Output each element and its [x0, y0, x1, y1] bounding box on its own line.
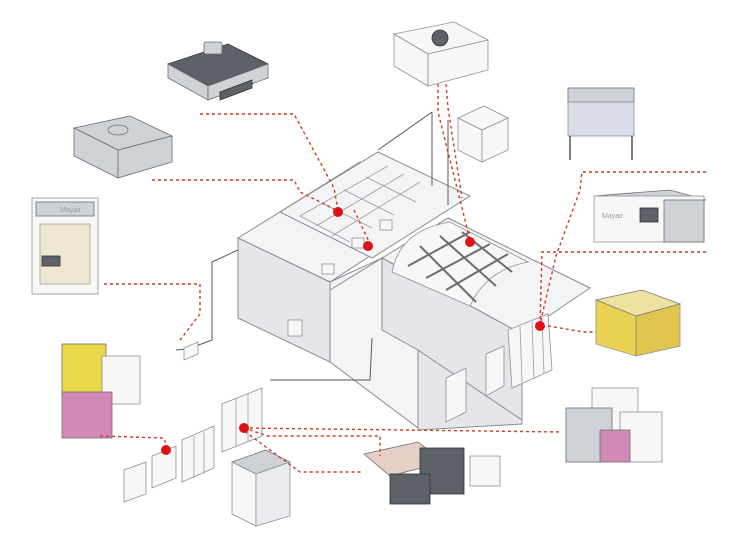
hub-dot-ffu [333, 207, 343, 217]
hub-dot-ahu [239, 423, 249, 433]
ahu-module-3 [221, 387, 263, 453]
pink-bag-filter [61, 391, 113, 439]
floor-edge [417, 349, 523, 431]
hood-top [567, 87, 635, 103]
brand-logo: Mayair [602, 213, 624, 220]
leader-lines [99, 83, 706, 473]
ffu-flat-collar [203, 41, 223, 55]
ceiling-grid-left [299, 165, 421, 243]
hub-dots [161, 207, 545, 455]
ceiling-box-2 [351, 237, 365, 249]
ceiling-box-1 [379, 219, 393, 231]
air-handling-chain [123, 341, 263, 503]
shower-unit-dark-2 [389, 473, 431, 505]
duct-2 [377, 111, 433, 151]
air-handler-product: Mayair [593, 189, 707, 243]
fan-icon [431, 29, 449, 47]
control-panel-icon [639, 207, 659, 223]
ffu-fan-side [427, 39, 489, 87]
ffu-flat-product [167, 41, 270, 101]
hub-dot-equipment [535, 321, 545, 331]
ceiling-box-3 [321, 263, 335, 275]
hood-glass [567, 101, 635, 137]
booth-brand-logo: Mayair [60, 207, 82, 214]
minipleat-side [255, 461, 291, 527]
laminar-flow-hood-product [567, 87, 635, 160]
hub-dot-ceiling [465, 237, 475, 247]
control-box-icon [41, 255, 61, 267]
ahu-module-2 [181, 425, 215, 483]
ceiling-cutaway [391, 221, 530, 307]
bag-filters-product [61, 343, 141, 439]
shower-unit-white [469, 455, 501, 487]
mezzanine [278, 151, 472, 259]
hepa-box-product [72, 115, 174, 179]
equipment-tower [507, 313, 553, 389]
cabinet-door-1 [445, 367, 467, 423]
hepa-box-side [117, 135, 173, 179]
hepa-box-collar [107, 124, 129, 136]
ffu-flat-frame [219, 79, 253, 101]
minipleat-filter-product [230, 449, 292, 527]
cabinet-door-2 [485, 345, 505, 397]
softwall-side [635, 303, 681, 357]
panel-filter-pink [599, 429, 631, 463]
duct-4 [195, 249, 239, 347]
yellow-filter [61, 343, 107, 397]
duct-5 [270, 337, 373, 381]
weighing-booth-product: Mayair [31, 197, 99, 295]
air-shower-units-product [363, 441, 501, 505]
booth-interior [39, 223, 91, 285]
duct-vent [183, 341, 199, 361]
vent-unit-side [481, 117, 509, 163]
hub-dot-mezzanine [363, 241, 373, 251]
softwall-cleanroom-product [594, 289, 682, 357]
ahu-module-4 [123, 461, 147, 503]
vent-unit-product [457, 105, 509, 163]
hub-dot-filters [161, 445, 171, 455]
booth-header [35, 201, 95, 217]
ceiling-grid-right [407, 231, 513, 303]
cleanroom-building [175, 111, 591, 431]
wall-grille [287, 319, 303, 337]
ffu-fan-product [392, 21, 490, 87]
panel-filters-product [565, 387, 663, 463]
air-handler-grille [663, 199, 705, 243]
